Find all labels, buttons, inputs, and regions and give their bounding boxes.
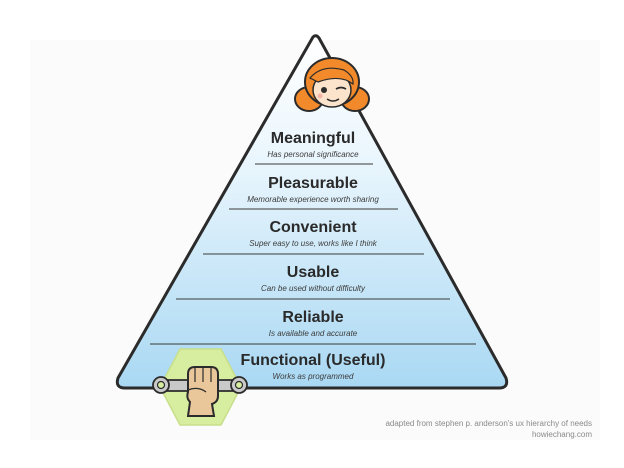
level-convenient: Convenient Super easy to use, works like…: [249, 219, 378, 248]
level-pleasurable: Pleasurable Memorable experience worth s…: [247, 175, 379, 204]
level-subtitle: Is available and accurate: [269, 329, 358, 338]
level-functional: Functional (Useful) Works as programmed: [241, 352, 386, 381]
girl-face-icon: [294, 57, 370, 112]
level-subtitle: Has personal significance: [267, 150, 359, 159]
fist-with-wrench-icon: [152, 348, 248, 426]
level-subtitle: Super easy to use, works like I think: [249, 239, 378, 248]
level-title: Reliable: [282, 309, 343, 326]
level-title: Usable: [287, 264, 340, 281]
level-title: Functional (Useful): [241, 352, 386, 369]
level-title: Meaningful: [271, 130, 355, 147]
level-meaningful: Meaningful Has personal significance: [267, 130, 359, 159]
level-subtitle: Works as programmed: [273, 372, 354, 381]
level-reliable: Reliable Is available and accurate: [269, 309, 358, 338]
pyramid: [115, 34, 509, 390]
credit-site: howiechang.com: [532, 430, 592, 439]
level-subtitle: Can be used without difficulty: [261, 284, 366, 293]
credit-line: adapted from stephen p. anderson's ux hi…: [385, 419, 592, 428]
level-title: Pleasurable: [268, 175, 358, 192]
level-title: Convenient: [269, 219, 357, 236]
level-subtitle: Memorable experience worth sharing: [247, 195, 379, 204]
level-usable: Usable Can be used without difficulty: [261, 264, 366, 293]
